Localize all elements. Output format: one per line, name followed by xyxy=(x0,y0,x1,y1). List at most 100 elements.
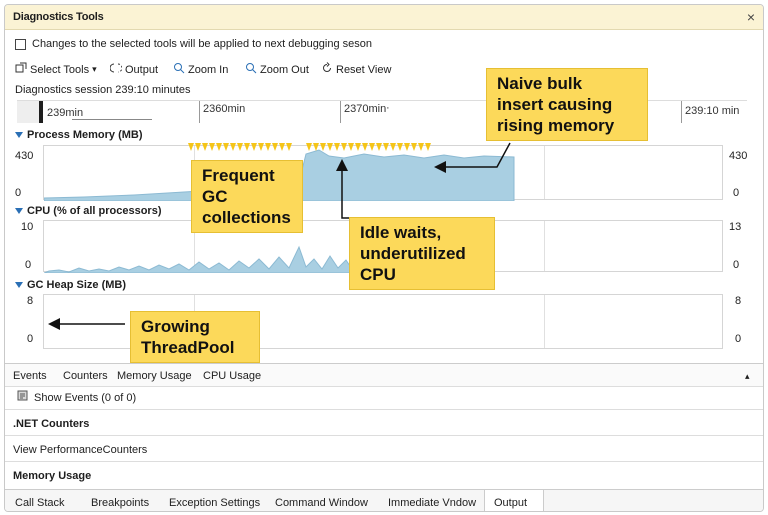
tab-call-stack[interactable]: Call Stack xyxy=(15,497,65,509)
reset-view-button[interactable]: Reset View xyxy=(321,62,391,77)
ruler-underline xyxy=(72,119,152,120)
window-title: Diagnostics Tools xyxy=(13,11,104,23)
callout-line: underutilized xyxy=(360,244,466,263)
time-label: 2370min xyxy=(344,103,387,115)
memory-usage-section[interactable]: Memory Usage xyxy=(5,461,763,489)
title-bar: Diagnostics Tools × xyxy=(5,5,763,30)
notice-checkbox[interactable] xyxy=(15,38,26,50)
callout-growing-threadpool: Growing ThreadPool xyxy=(130,311,260,363)
callout-line: Growing xyxy=(141,317,210,336)
net-counters-section[interactable]: .NET Counters xyxy=(5,409,763,435)
memory-axis-max: 430 xyxy=(15,150,34,162)
callout-line: collections xyxy=(202,208,291,227)
process-memory-chart[interactable] xyxy=(43,145,723,201)
callout-line: insert causing xyxy=(497,95,613,114)
ruler-start-pad xyxy=(17,101,39,123)
callout-line: ThreadPool xyxy=(141,338,235,357)
tab-memory-usage[interactable]: Memory Usage xyxy=(117,370,192,382)
gc-heap-axis-max-right: 8 xyxy=(735,295,742,307)
tools-tabs: Events Counters Memory Usage CPU Usage ▴ xyxy=(5,363,763,387)
callout-line: rising memory xyxy=(497,116,615,135)
callout-line: Frequent xyxy=(202,166,275,185)
timeline-ruler[interactable]: 239min 2360min 2370min · 239:10 min xyxy=(17,100,747,123)
cpu-axis-max: 10 xyxy=(21,221,34,233)
zoom-in-icon xyxy=(173,62,185,77)
gc-heap-axis-min: 0 xyxy=(27,333,34,345)
callout-naive-bulk-insert: Naive bulk insert causing rising memory xyxy=(486,68,648,141)
cpu-axis-min: 0 xyxy=(25,259,32,271)
time-label: 239:10 min xyxy=(685,105,740,117)
zoom-out-button[interactable]: Zoom Out xyxy=(245,62,309,77)
cpu-axis-min-right: 0 xyxy=(733,259,740,271)
cpu-label: CPU (% of all processors) xyxy=(27,205,162,217)
chevron-down-icon: ▾ xyxy=(92,64,97,74)
gc-heap-header[interactable]: GC Heap Size (MB) xyxy=(15,279,126,291)
bottom-tool-tabs: Call Stack Breakpoints Exception Setting… xyxy=(5,489,763,511)
gridline xyxy=(194,221,195,271)
tab-exception-settings[interactable]: Exception Settings xyxy=(169,497,261,509)
collapse-panel-icon[interactable]: ▴ xyxy=(745,371,750,381)
reset-icon xyxy=(321,62,333,77)
select-tools-icon xyxy=(15,62,27,77)
show-events-label: Show Events (0 of 0) xyxy=(34,391,137,404)
memory-axis-min-right: 0 xyxy=(733,187,740,199)
memory-usage-label: Memory Usage xyxy=(13,470,92,482)
show-events-toggle[interactable]: Show Events (0 of 0) xyxy=(17,390,136,405)
reset-view-label: Reset View xyxy=(336,63,392,76)
close-icon[interactable]: × xyxy=(746,9,755,25)
process-memory-label: Process Memory (MB) xyxy=(27,129,143,141)
callout-line: Naive bulk xyxy=(497,74,583,93)
tab-output[interactable]: Output xyxy=(484,490,544,511)
ruler-tick xyxy=(199,101,200,123)
tab-immediate-window[interactable]: Immediate Vndow xyxy=(388,497,477,509)
ruler-tick xyxy=(681,101,682,123)
tab-counters[interactable]: Counters xyxy=(63,370,108,382)
callout-frequent-gc: Frequent GC collections xyxy=(191,160,303,233)
playhead-marker[interactable] xyxy=(39,101,43,123)
zoom-in-label: Zoom In xyxy=(188,63,229,76)
gridline xyxy=(544,295,545,348)
time-label-mark: · xyxy=(386,102,390,114)
callout-line: GC xyxy=(202,187,228,206)
callout-line: CPU xyxy=(360,265,396,284)
cpu-axis-max-right: 13 xyxy=(729,221,742,233)
select-tools-label: Select Tools xyxy=(30,63,90,76)
time-label: 2360min xyxy=(203,103,246,115)
ruler-tick xyxy=(340,101,341,123)
collapse-triangle-icon[interactable] xyxy=(15,208,23,214)
zoom-out-label: Zoom Out xyxy=(260,63,309,76)
output-icon xyxy=(109,62,123,77)
gc-heap-axis-max: 8 xyxy=(27,295,34,307)
view-perf-label: View PerformanceCounters xyxy=(13,444,148,456)
view-performance-counters[interactable]: View PerformanceCounters xyxy=(5,435,763,461)
select-tools-button[interactable]: Select Tools ▾ xyxy=(15,62,97,77)
callout-idle-waits: Idle waits, underutilized CPU xyxy=(349,217,495,290)
notice-text: Changes to the selected tools will be ap… xyxy=(32,38,373,50)
collapse-triangle-icon[interactable] xyxy=(15,132,23,138)
apply-notice: Changes to the selected tools will be ap… xyxy=(15,38,372,50)
output-button[interactable]: Output xyxy=(109,62,159,77)
tab-command-window[interactable]: Command Window xyxy=(275,497,368,509)
events-icon xyxy=(17,390,29,405)
zoom-in-button[interactable]: Zoom In xyxy=(173,62,228,77)
gc-event-markers[interactable] xyxy=(188,143,438,155)
cpu-area-plot xyxy=(44,245,353,273)
tab-breakpoints[interactable]: Breakpoints xyxy=(91,497,150,509)
memory-axis-max-right: 430 xyxy=(729,150,748,162)
time-label: 239min xyxy=(47,107,84,119)
diagnostics-tools-window: Diagnostics Tools × Changes to the selec… xyxy=(4,4,764,512)
gridline xyxy=(544,146,545,199)
gridline xyxy=(544,221,545,271)
session-label: Diagnostics session 239:10 minutes xyxy=(15,84,191,96)
gc-heap-axis-min-right: 0 xyxy=(735,333,742,345)
zoom-out-icon xyxy=(245,62,257,77)
memory-axis-min: 0 xyxy=(15,187,22,199)
process-memory-header[interactable]: Process Memory (MB) xyxy=(15,129,143,141)
collapse-triangle-icon[interactable] xyxy=(15,282,23,288)
tab-cpu-usage[interactable]: CPU Usage xyxy=(203,370,262,382)
output-label: Output xyxy=(125,63,159,76)
cpu-header[interactable]: CPU (% of all processors) xyxy=(15,205,161,217)
tab-events[interactable]: Events xyxy=(13,370,47,382)
net-counters-label: .NET Counters xyxy=(13,418,90,430)
callout-line: Idle waits, xyxy=(360,223,442,242)
